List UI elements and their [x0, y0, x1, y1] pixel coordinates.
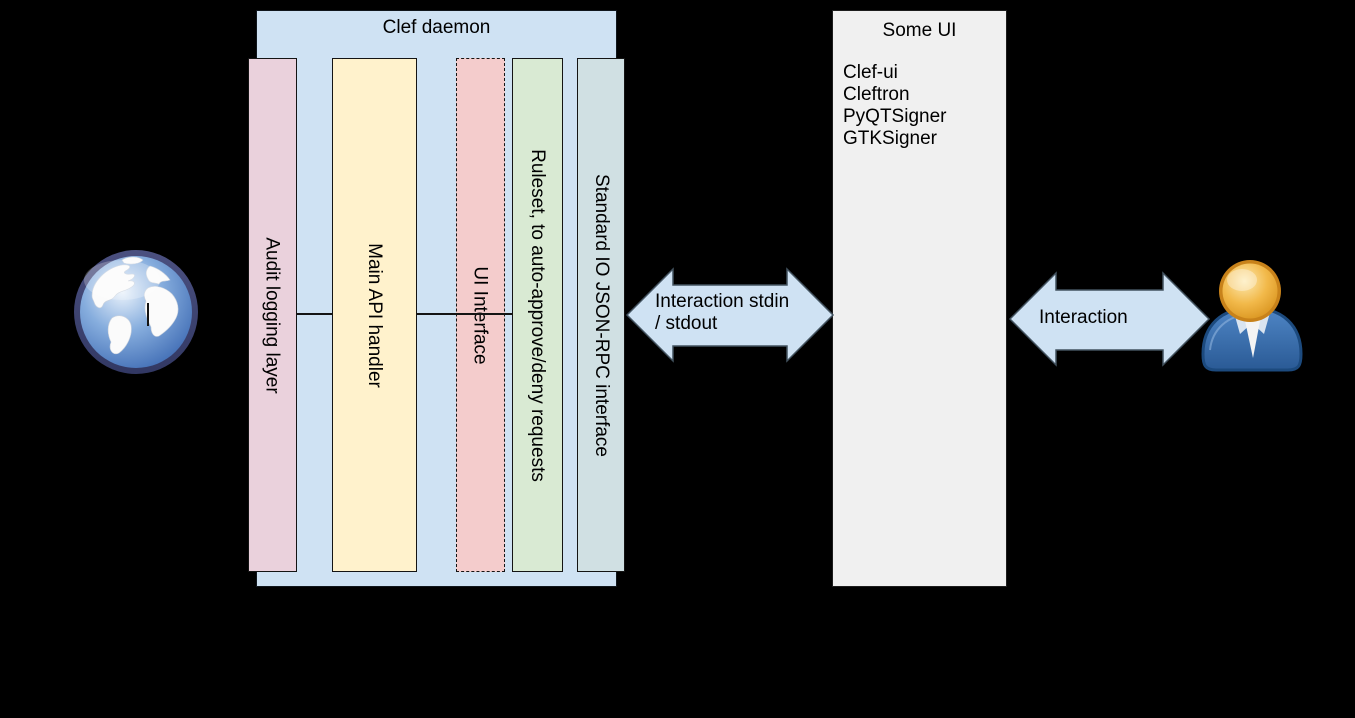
stdin-stdout-arrow-label-line1: Interaction stdin: [655, 291, 790, 312]
layer-main-api-handler: Main API handler: [332, 58, 417, 572]
layer-ruleset: Ruleset, to auto-approve/deny requests: [512, 58, 563, 572]
some-ui-item-pyqtsigner: PyQTSigner: [843, 106, 947, 127]
some-ui-item-clef-ui: Clef-ui: [843, 62, 898, 83]
layer-audit-logging: Audit logging layer: [248, 58, 297, 572]
layer-stdio-json-rpc: Standard IO JSON-RPC interface: [577, 58, 625, 572]
some-ui-item-gtksigner: GTKSigner: [843, 128, 937, 149]
connector-tick: [147, 303, 149, 326]
person-icon: [1201, 260, 1303, 372]
some-ui-title: Some UI: [882, 20, 957, 41]
layer-stdio-json-rpc-label: Standard IO JSON-RPC interface: [590, 173, 612, 457]
interaction-arrow: [1008, 271, 1211, 367]
some-ui-box: [832, 10, 1007, 587]
connector-line-api-ruleset: [417, 313, 512, 315]
layer-main-api-handler-label: Main API handler: [364, 242, 386, 388]
stdin-stdout-arrow-label-line2: / stdout: [655, 313, 718, 334]
stdin-stdout-arrow: [625, 267, 835, 363]
connector-line-audit-api: [297, 313, 332, 315]
globe-icon: [74, 250, 198, 374]
layer-ruleset-label: Ruleset, to auto-approve/deny requests: [527, 148, 548, 482]
clef-daemon-title: Clef daemon: [382, 17, 491, 38]
some-ui-list: Clef-ui Cleftron PyQTSigner GTKSigner: [843, 62, 1003, 150]
layer-ui-interface: UI Interface: [456, 58, 505, 572]
stdin-stdout-arrow-label: Interaction stdin / stdout: [655, 291, 789, 335]
interaction-arrow-label: Interaction: [1039, 307, 1128, 328]
layer-audit-logging-label: Audit logging layer: [262, 236, 284, 394]
layer-ui-interface-label: UI Interface: [470, 265, 491, 365]
some-ui-item-cleftron: Cleftron: [843, 84, 910, 105]
